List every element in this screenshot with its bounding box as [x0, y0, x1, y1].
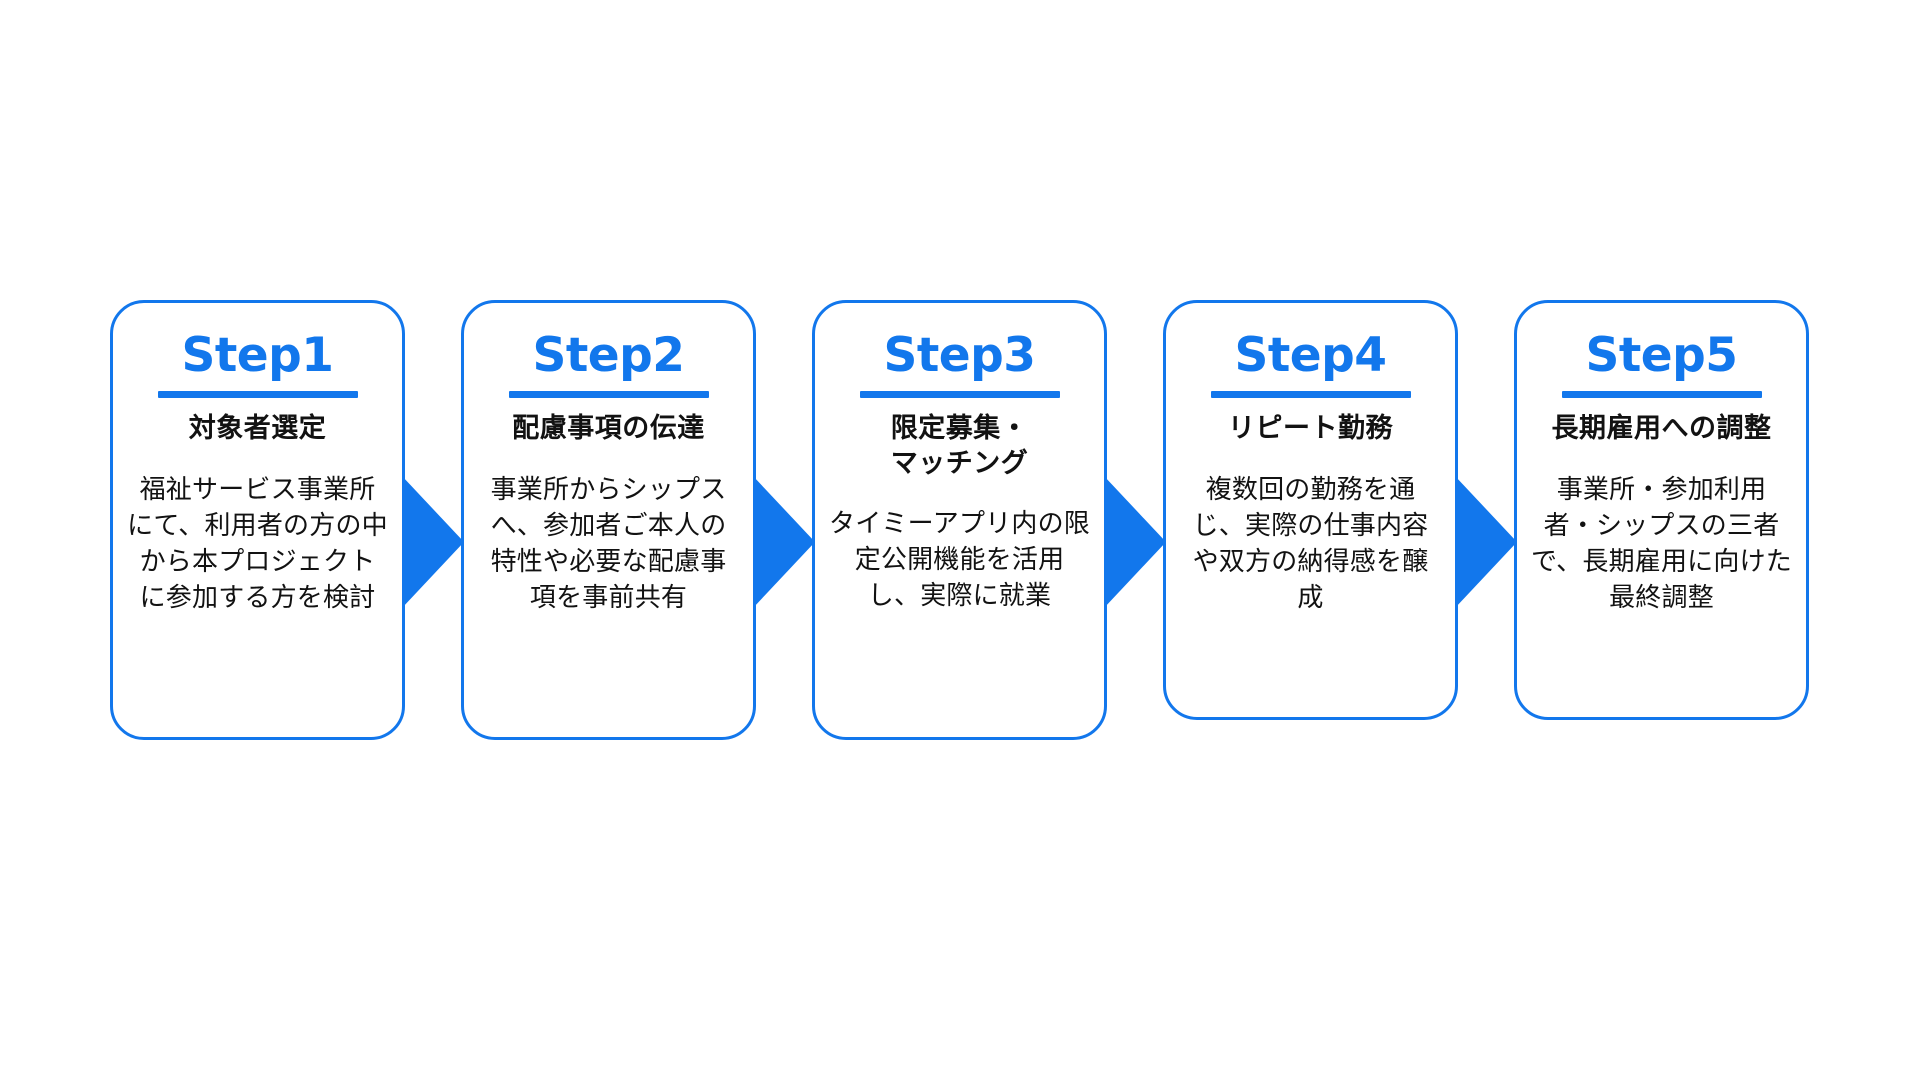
- step-body-4: 複数回の勤務を通じ、実際の仕事内容や双方の納得感を醸成: [1192, 473, 1429, 612]
- step-flow-row: Step1 対象者選定 福祉サービス事業所にて、利用者の方の中から本プロジェクト…: [0, 300, 1919, 750]
- step-body-1: 福祉サービス事業所にて、利用者の方の中から本プロジェクトに参加する方を検討: [127, 473, 388, 612]
- step-label-4: Step4: [1234, 328, 1387, 383]
- right-triangle-arrow-icon: [753, 476, 815, 608]
- step-card-5[interactable]: Step5 長期雇用への調整 事業所・参加利用者・シップスの三者で、長期雇用に向…: [1514, 300, 1809, 720]
- flow-arrow-3-to-4: [1101, 300, 1169, 740]
- flow-arrow-2-to-3: [750, 300, 818, 740]
- step-divider-4: [1210, 391, 1411, 399]
- right-triangle-arrow-icon: [1104, 476, 1166, 608]
- step-body-5: 事業所・参加利用者・シップスの三者で、長期雇用に向けた最終調整: [1531, 473, 1792, 612]
- step-title-2: 配慮事項の伝達: [512, 413, 705, 444]
- step-body-3: タイミーアプリ内の限定公開機能を活用し、実際に就業: [829, 508, 1090, 611]
- flow-arrow-1-to-2: [399, 300, 467, 740]
- step-title-3: 限定募集・ マッチング: [890, 413, 1029, 478]
- step-title-1: 対象者選定: [188, 413, 327, 444]
- step-body-2: 事業所からシップスへ、参加者ご本人の特性や必要な配慮事項を事前共有: [490, 473, 727, 612]
- right-triangle-arrow-icon: [402, 476, 464, 608]
- step-divider-3: [859, 391, 1060, 399]
- step-label-3: Step3: [883, 328, 1036, 383]
- step-title-4: リピート勤務: [1228, 413, 1393, 444]
- step-divider-2: [508, 391, 709, 399]
- step-title-5: 長期雇用への調整: [1551, 413, 1772, 444]
- step-divider-5: [1561, 391, 1762, 399]
- right-triangle-arrow-icon: [1455, 476, 1517, 608]
- step-label-1: Step1: [181, 328, 334, 383]
- flow-arrow-4-to-5: [1452, 300, 1520, 740]
- step-card-4[interactable]: Step4 リピート勤務 複数回の勤務を通じ、実際の仕事内容や双方の納得感を醸成: [1163, 300, 1458, 720]
- step-label-2: Step2: [532, 328, 685, 383]
- step-label-5: Step5: [1585, 328, 1738, 383]
- step-card-3[interactable]: Step3 限定募集・ マッチング タイミーアプリ内の限定公開機能を活用し、実際…: [812, 300, 1107, 740]
- step-card-1[interactable]: Step1 対象者選定 福祉サービス事業所にて、利用者の方の中から本プロジェクト…: [110, 300, 405, 740]
- step-card-2[interactable]: Step2 配慮事項の伝達 事業所からシップスへ、参加者ご本人の特性や必要な配慮…: [461, 300, 756, 740]
- step-divider-1: [157, 391, 358, 399]
